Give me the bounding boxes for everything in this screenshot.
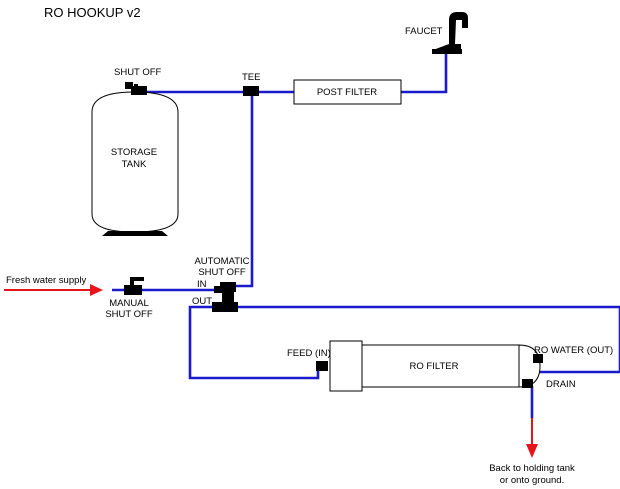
post-filter-label: POST FILTER xyxy=(317,87,377,98)
drain-label: DRAIN xyxy=(546,379,576,390)
faucet-icon xyxy=(432,12,468,54)
pipe-tee-to-auto-shutoff xyxy=(234,96,254,288)
storage-tank-label-line1: STORAGE xyxy=(111,147,157,158)
back-to-tank-label-line1: Back to holding tank xyxy=(489,463,575,474)
automatic-shutoff-label-line2: SHUT OFF xyxy=(198,267,246,278)
tank-shutoff-valve-icon xyxy=(125,82,147,95)
shut-off-label: SHUT OFF xyxy=(114,67,162,78)
storage-tank xyxy=(91,91,179,236)
ro-filter-label: RO FILTER xyxy=(410,361,459,372)
storage-tank-label-line2: TANK xyxy=(122,159,147,170)
tee-label: TEE xyxy=(242,72,260,83)
fresh-water-arrow-icon xyxy=(4,284,103,296)
drain-fitting-icon xyxy=(522,379,533,388)
manual-shutoff-valve-icon xyxy=(124,277,144,295)
ro-water-out-label: RO WATER (OUT) xyxy=(534,345,613,356)
pipe-out-to-feed xyxy=(188,305,326,380)
automatic-shutoff-valve-icon xyxy=(212,282,238,312)
faucet-label: FAUCET xyxy=(405,26,443,37)
out-label: OUT xyxy=(192,296,212,307)
drain-arrow-icon xyxy=(526,418,538,458)
back-to-tank-label-line2: or onto ground. xyxy=(500,475,564,486)
fresh-water-supply-label: Fresh water supply xyxy=(6,275,87,286)
feed-fitting-icon xyxy=(316,361,328,371)
automatic-shutoff-label-line1: AUTOMATIC xyxy=(194,256,249,267)
ro-water-out-fitting-icon xyxy=(533,354,543,363)
manual-shutoff-label-line1: MANUAL xyxy=(109,298,149,309)
post-filter-box xyxy=(293,79,402,105)
diagram-title: RO HOOKUP v2 xyxy=(44,5,141,20)
in-label: IN xyxy=(197,279,207,290)
feed-in-label: FEED (IN) xyxy=(287,348,331,359)
tee-fitting-icon xyxy=(243,86,259,96)
manual-shutoff-label-line2: SHUT OFF xyxy=(105,309,153,320)
pipe-postfilter-to-faucet xyxy=(400,50,448,94)
